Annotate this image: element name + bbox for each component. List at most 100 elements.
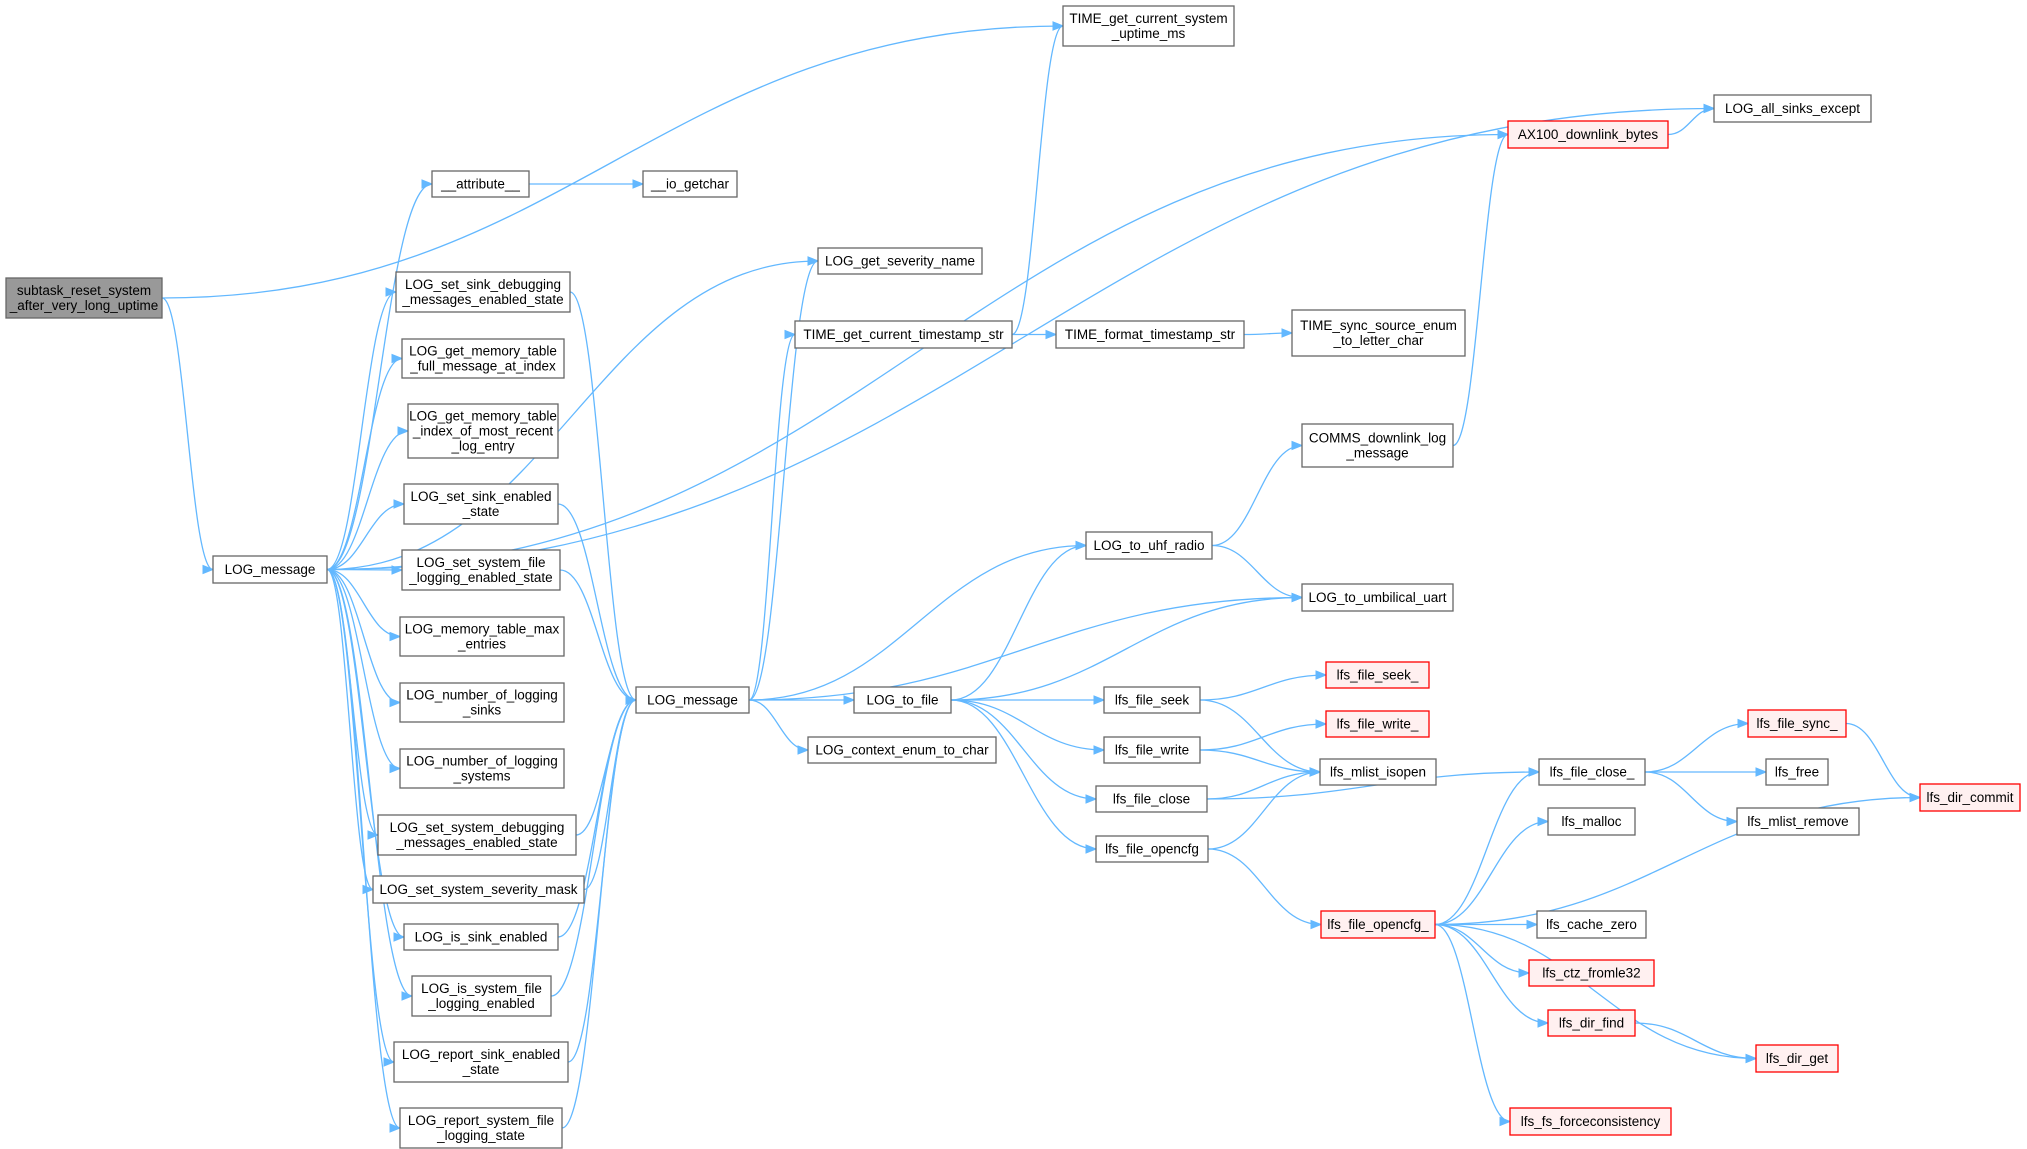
node-fsync-[interactable]: lfs_file_sync_ — [1747, 709, 1847, 738]
node-fseek-[interactable]: lfs_file_seek_ — [1325, 661, 1430, 689]
edge-arrowhead — [362, 884, 375, 895]
node-ts-str[interactable]: TIME_get_current_timestamp_str — [794, 320, 1013, 349]
node-label: lfs_mlist_isopen — [1330, 765, 1426, 780]
node-fopencfg-[interactable]: lfs_file_opencfg_ — [1320, 910, 1436, 939]
node-label: lfs_dir_find — [1559, 1016, 1624, 1031]
node-num-sinks[interactable]: LOG_number_of_logging_sinks — [399, 682, 565, 723]
node-dir-get[interactable]: lfs_dir_get — [1755, 1044, 1839, 1073]
node-severity-name[interactable]: LOG_get_severity_name — [817, 247, 983, 275]
edge-arrowhead — [1315, 670, 1328, 680]
edge-fmt_ts-to-sync_src — [1243, 328, 1294, 338]
node-box — [395, 271, 571, 313]
node-uhf[interactable]: LOG_to_uhf_radio — [1085, 531, 1213, 560]
node-fwrite-[interactable]: lfs_file_write_ — [1325, 710, 1430, 738]
node-comms-dl[interactable]: COMMS_downlink_log_message — [1301, 423, 1454, 468]
node-label: LOG_is_system_file — [421, 981, 542, 996]
node-fseek[interactable]: lfs_file_seek — [1103, 686, 1201, 714]
node-box — [1103, 686, 1201, 714]
edge-arrowhead — [1291, 592, 1304, 603]
node-label: LOG_number_of_logging — [406, 688, 558, 703]
node-logmsg1[interactable]: LOG_message — [212, 555, 328, 584]
edge-logmsg2-to-severity_name — [748, 256, 820, 701]
node-sev-mask[interactable]: LOG_set_system_severity_mask — [372, 875, 585, 904]
node-is-sys-file[interactable]: LOG_is_system_file_logging_enabled — [411, 975, 552, 1017]
node-num-systems[interactable]: LOG_number_of_logging_systems — [399, 748, 565, 789]
node-label: lfs_file_opencfg — [1105, 842, 1199, 857]
edge-logmsg1-to-mem_full — [326, 353, 404, 571]
edge-arrowhead — [1291, 440, 1304, 451]
node-to-file[interactable]: LOG_to_file — [853, 686, 952, 714]
node-set-sink-dbg[interactable]: LOG_set_sink_debugging_messages_enabled_… — [395, 271, 571, 313]
node-fs-force[interactable]: lfs_fs_forceconsistency — [1509, 1107, 1672, 1136]
node-attribute[interactable]: __attribute__ — [431, 170, 530, 198]
node-root[interactable]: subtask_reset_system_after_very_long_upt… — [5, 277, 163, 319]
edge-arrowhead — [1093, 745, 1106, 755]
node-ax100[interactable]: AX100_downlink_bytes — [1507, 120, 1669, 149]
node-time-uptime[interactable]: TIME_get_current_system_uptime_ms — [1062, 5, 1235, 47]
node-label: __io_getchar — [650, 177, 730, 192]
node-mem-max[interactable]: LOG_memory_table_max_entries — [399, 616, 565, 657]
node-box — [1528, 959, 1655, 987]
node-umb[interactable]: LOG_to_umbilical_uart — [1301, 583, 1454, 612]
node-fmt-ts[interactable]: TIME_format_timestamp_str — [1055, 320, 1245, 349]
node-fwrite[interactable]: lfs_file_write — [1103, 736, 1201, 764]
node-sync-src[interactable]: TIME_sync_source_enum_to_letter_char — [1291, 309, 1466, 357]
node-box — [377, 814, 577, 856]
node-mem-recent[interactable]: LOG_get_memory_table_index_of_most_recen… — [407, 403, 559, 459]
node-rep-sys-file[interactable]: LOG_report_system_file_logging_state — [399, 1107, 563, 1149]
node-mem-full[interactable]: LOG_get_memory_table_full_message_at_ind… — [401, 338, 565, 379]
node-fclose-[interactable]: lfs_file_close_ — [1538, 758, 1646, 786]
edge-line — [1434, 923, 1549, 1024]
node-ctz[interactable]: lfs_ctz_fromle32 — [1528, 959, 1655, 987]
edge-set_sink_dbg-to-logmsg2 — [569, 291, 638, 705]
node-box — [403, 483, 559, 525]
node-label: lfs_file_seek_ — [1337, 668, 1419, 683]
edge-logmsg1-to-mem_recent — [326, 426, 410, 571]
node-set-sys-dbg[interactable]: LOG_set_system_debugging_messages_enable… — [377, 814, 577, 856]
node-all-sinks[interactable]: LOG_all_sinks_except — [1713, 94, 1872, 123]
edge-comms_dl-to-ax100 — [1452, 129, 1510, 447]
node-label: _messages_enabled_state — [395, 835, 557, 850]
node-lfree[interactable]: lfs_free — [1765, 758, 1829, 786]
edge-fclose_-to-fsync_ — [1644, 718, 1750, 773]
edge-line — [1452, 133, 1509, 447]
node-label: LOG_report_system_file — [408, 1113, 554, 1128]
edge-line — [326, 357, 403, 571]
node-lmalloc[interactable]: lfs_malloc — [1547, 807, 1636, 836]
edge-arrowhead — [1309, 767, 1322, 777]
edge-line — [326, 568, 401, 1129]
node-cache-zero[interactable]: lfs_cache_zero — [1536, 910, 1647, 939]
node-fclose[interactable]: lfs_file_close — [1095, 785, 1208, 813]
node-label: __attribute__ — [440, 177, 520, 192]
edge-arrowhead — [1528, 767, 1541, 777]
edge-line — [326, 430, 409, 571]
edge-arrowhead — [1726, 816, 1739, 827]
edge-set_sys_file-to-logmsg2 — [559, 569, 638, 705]
node-is-sink[interactable]: LOG_is_sink_enabled — [403, 923, 559, 951]
node-box — [1055, 320, 1245, 349]
edge-dir_find-to-dir_get — [1634, 1022, 1758, 1064]
node-io-getchar[interactable]: __io_getchar — [642, 170, 738, 198]
node-label: _entries — [457, 637, 506, 652]
edge-fsync_-to-dir_commit — [1845, 722, 1922, 803]
edge-arrowhead — [1085, 844, 1098, 854]
node-label: LOG_get_memory_table — [409, 409, 557, 424]
node-mlist-remove[interactable]: lfs_mlist_remove — [1736, 807, 1860, 836]
node-dir-find[interactable]: lfs_dir_find — [1547, 1009, 1636, 1037]
edge-to_file-to-uhf — [950, 540, 1088, 701]
node-logmsg2[interactable]: LOG_message — [635, 686, 750, 714]
node-ctx-enum[interactable]: LOG_context_enum_to_char — [807, 736, 997, 764]
node-box — [403, 923, 559, 951]
node-dir-commit[interactable]: lfs_dir_commit — [1919, 783, 2021, 812]
edge-line — [326, 107, 1715, 571]
node-set-sys-file[interactable]: LOG_set_system_file_logging_enabled_stat… — [401, 549, 561, 591]
edge-arrowhead — [1755, 767, 1768, 777]
node-mlist-isopen[interactable]: lfs_mlist_isopen — [1319, 758, 1437, 786]
node-label: _log_entry — [450, 439, 514, 454]
node-label: TIME_get_current_timestamp_str — [803, 327, 1004, 342]
node-set-sink-en[interactable]: LOG_set_sink_enabled_state — [403, 483, 559, 525]
node-box — [1095, 835, 1209, 863]
node-fopencfg[interactable]: lfs_file_opencfg — [1095, 835, 1209, 863]
node-rep-sink[interactable]: LOG_report_sink_enabled_state — [393, 1041, 569, 1083]
node-box — [853, 686, 952, 714]
